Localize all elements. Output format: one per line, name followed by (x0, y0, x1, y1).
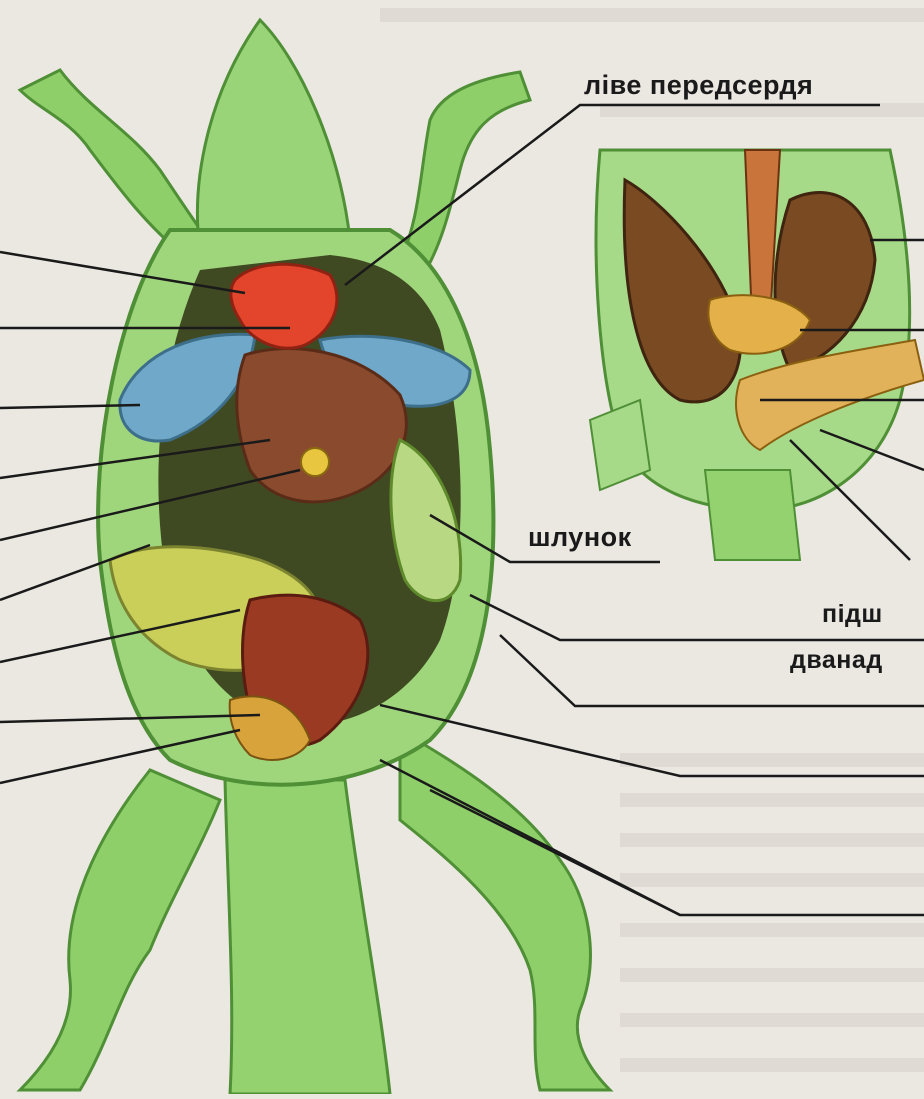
label-left-atrium: ліве передсердя (584, 70, 813, 101)
inset-digestive-detail (590, 150, 924, 560)
inset-side-stub (590, 400, 650, 490)
frog-right-hind-leg (400, 730, 610, 1090)
frog-right-fore-leg (400, 72, 530, 280)
gall-bladder (301, 448, 329, 476)
label-stomach: шлунок (528, 522, 632, 553)
label-duodenum: дванад (790, 646, 883, 675)
frog-body (20, 20, 610, 1094)
inset-lower-tube (705, 470, 800, 560)
frog-lower-segment (225, 780, 390, 1094)
frog-left-hind-leg (20, 770, 220, 1090)
label-pancreas: підш (822, 600, 883, 629)
frog-head (198, 20, 351, 250)
